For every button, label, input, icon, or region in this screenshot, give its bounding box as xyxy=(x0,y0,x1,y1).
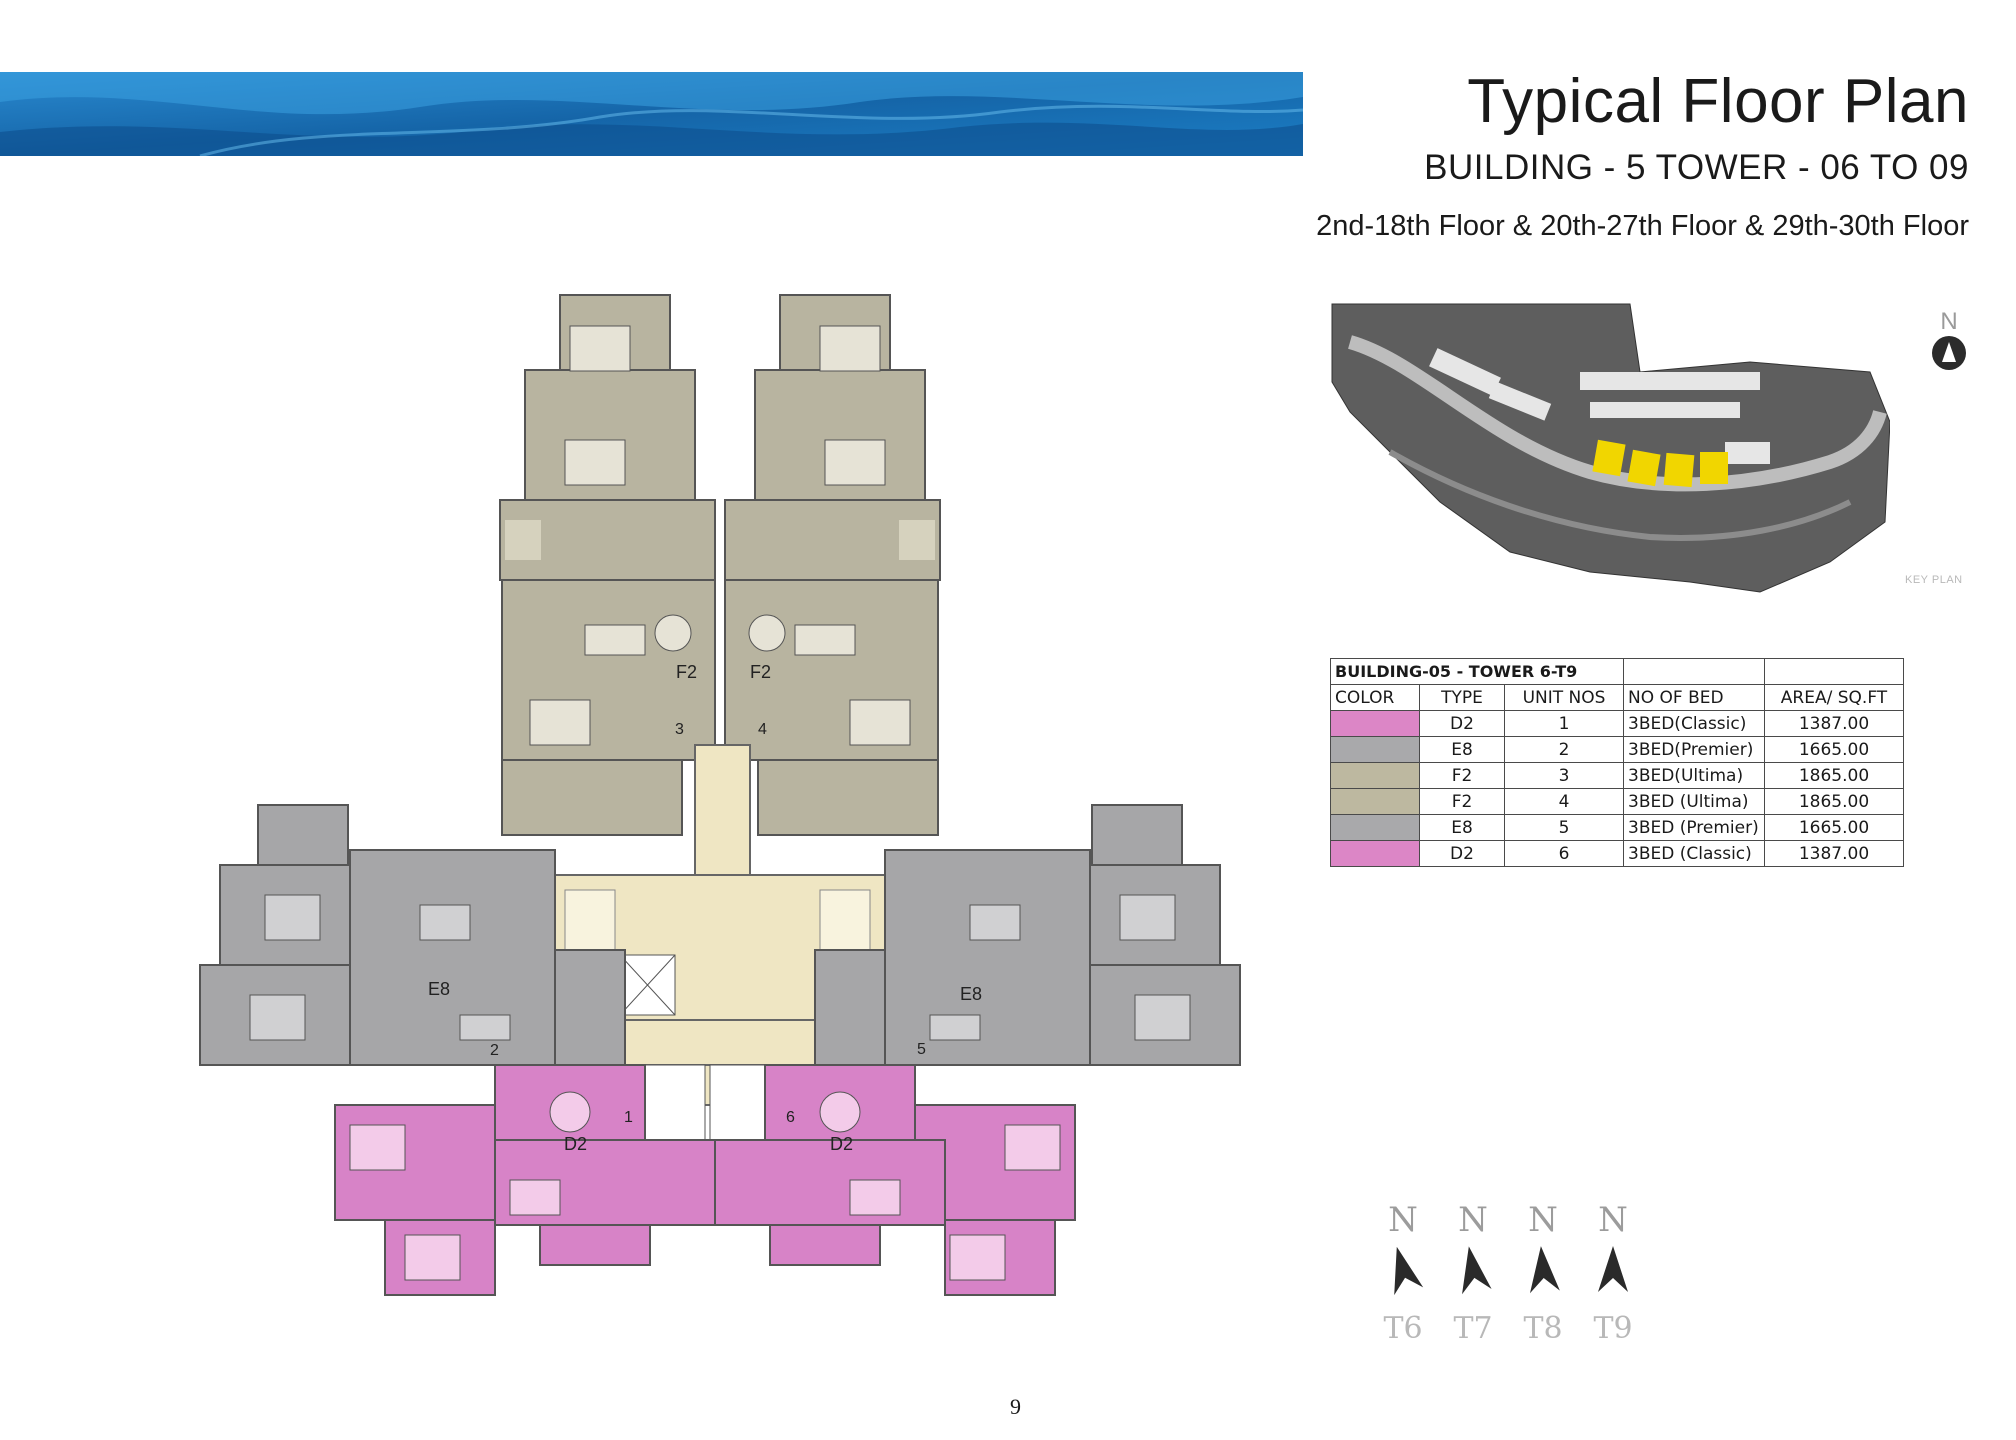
bed-count: 3BED(Classic) xyxy=(1623,710,1765,737)
compass-tower-label: T8 xyxy=(1523,1311,1563,1346)
key-plan-highlight xyxy=(1592,439,1728,488)
bed-count: 3BED (Classic) xyxy=(1623,840,1765,867)
page-title: Typical Floor Plan xyxy=(1467,67,1969,136)
plan-label-f2-right: F2 xyxy=(750,662,771,682)
north-arrow-icon xyxy=(1462,1246,1492,1295)
unit-area: 1387.00 xyxy=(1764,710,1904,737)
color-swatch xyxy=(1330,736,1420,763)
compass-tower-label: T9 xyxy=(1593,1311,1633,1346)
key-plan-label: KEY PLAN xyxy=(1905,574,1963,586)
plan-label-e8-left: E8 xyxy=(428,979,450,999)
bed-count: 3BED (Premier) xyxy=(1623,814,1765,841)
plan-label-e8-right: E8 xyxy=(960,984,982,1004)
key-plan-north-letter: N xyxy=(1940,308,1958,335)
north-arrow-icon xyxy=(1394,1246,1424,1296)
unit-area: 1387.00 xyxy=(1764,840,1904,867)
tower-compass: N T8 xyxy=(1518,1200,1568,1346)
unit-number: 1 xyxy=(1504,710,1624,737)
unit-f2-right xyxy=(724,294,941,836)
col-header-unit-nos: UNIT NOS xyxy=(1504,684,1624,711)
unit-type: D2 xyxy=(1419,840,1505,867)
tower-compass: N T9 xyxy=(1588,1200,1638,1346)
tower-compass: N T7 xyxy=(1448,1200,1498,1346)
unit-number: 6 xyxy=(1504,840,1624,867)
page-number: 9 xyxy=(1010,1394,1021,1419)
north-arrow-icon xyxy=(1598,1246,1628,1292)
unit-type: E8 xyxy=(1419,736,1505,763)
compass-north-letter: N xyxy=(1388,1200,1418,1240)
key-plan-north: N xyxy=(1928,308,1970,370)
col-header-no-of-bed: NO OF BED xyxy=(1623,684,1765,711)
unit-type: E8 xyxy=(1419,814,1505,841)
compass-tower-label: T7 xyxy=(1453,1311,1493,1346)
col-header-type: TYPE xyxy=(1419,684,1505,711)
unit-number: 3 xyxy=(1504,762,1624,789)
color-swatch xyxy=(1330,788,1420,815)
color-swatch xyxy=(1330,710,1420,737)
bed-count: 3BED (Ultima) xyxy=(1623,788,1765,815)
unit-area: 1865.00 xyxy=(1764,762,1904,789)
plan-label-f2-left: F2 xyxy=(676,662,697,682)
tower-compass: N T6 xyxy=(1378,1200,1428,1346)
north-arrow-icon xyxy=(1529,1246,1560,1294)
plan-label-d2-left: D2 xyxy=(564,1134,587,1154)
unit-area: 1665.00 xyxy=(1764,736,1904,763)
unit-table-caption: BUILDING-05 - TOWER 6-T9 xyxy=(1330,658,1624,685)
col-header-color: COLOR xyxy=(1330,684,1420,711)
north-arrow-icon xyxy=(1932,336,1966,370)
plan-label-d2-right: D2 xyxy=(830,1134,853,1154)
compass-north-letter: N xyxy=(1458,1200,1488,1240)
unit-table: BUILDING-05 - TOWER 6-T9 COLOR TYPE UNIT… xyxy=(1330,658,1904,867)
bed-count: 3BED(Ultima) xyxy=(1623,762,1765,789)
unit-f2-left xyxy=(499,294,716,836)
plan-label-unit-6: 6 xyxy=(786,1109,795,1126)
unit-number: 5 xyxy=(1504,814,1624,841)
col-header-area: AREA/ SQ.FT xyxy=(1764,684,1904,711)
building-subtitle: BUILDING - 5 TOWER - 06 TO 09 xyxy=(1424,148,1969,187)
plan-label-unit-5: 5 xyxy=(917,1041,926,1058)
unit-type: F2 xyxy=(1419,788,1505,815)
color-swatch xyxy=(1330,840,1420,867)
plan-label-unit-1: 1 xyxy=(624,1109,633,1126)
unit-number: 2 xyxy=(1504,736,1624,763)
plan-label-unit-3: 3 xyxy=(675,721,684,738)
color-swatch xyxy=(1330,762,1420,789)
key-plan-map xyxy=(1330,302,1891,607)
floors-caption: 2nd-18th Floor & 20th-27th Floor & 29th-… xyxy=(1316,210,1969,242)
unit-e8-left xyxy=(199,804,626,1066)
plan-label-unit-2: 2 xyxy=(490,1042,499,1059)
compass-tower-label: T6 xyxy=(1383,1311,1423,1346)
plan-label-unit-4: 4 xyxy=(758,721,767,738)
unit-d2-right xyxy=(714,1064,1076,1296)
color-swatch xyxy=(1330,814,1420,841)
unit-area: 1865.00 xyxy=(1764,788,1904,815)
header-banner xyxy=(0,72,1303,156)
compass-north-letter: N xyxy=(1528,1200,1558,1240)
bed-count: 3BED(Premier) xyxy=(1623,736,1765,763)
unit-d2-left xyxy=(334,1064,726,1296)
unit-area: 1665.00 xyxy=(1764,814,1904,841)
unit-type: F2 xyxy=(1419,762,1505,789)
compass-north-letter: N xyxy=(1598,1200,1628,1240)
unit-number: 4 xyxy=(1504,788,1624,815)
unit-type: D2 xyxy=(1419,710,1505,737)
unit-e8-right xyxy=(814,804,1241,1066)
floor-plan: F2 F2 3 4 E8 E8 2 5 D2 D2 1 6 xyxy=(190,290,1250,1320)
